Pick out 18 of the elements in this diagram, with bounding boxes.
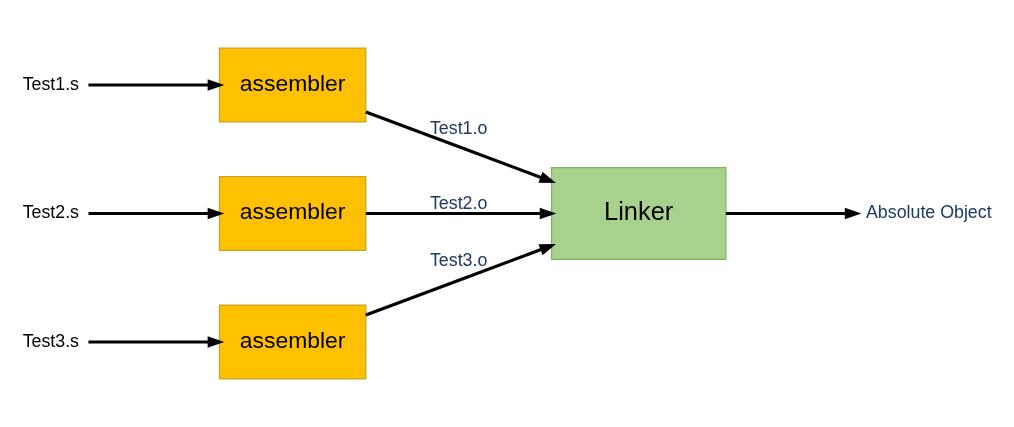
node-box: assembler — [218, 47, 367, 123]
arrow — [365, 243, 557, 317]
arrow — [88, 207, 225, 220]
node-box: Linker — [550, 167, 727, 260]
node-text: Test3.s — [22, 330, 80, 351]
arrow — [365, 110, 557, 184]
edge-label: Test1.o — [429, 117, 488, 138]
edge-label: Test2.o — [429, 192, 488, 213]
arrow — [725, 207, 862, 220]
edge-label: Test3.o — [429, 249, 488, 270]
node-text: Absolute Object — [865, 202, 992, 223]
node-text: Test1.s — [22, 73, 80, 94]
node-text: Test2.s — [22, 202, 80, 223]
arrow — [88, 79, 225, 91]
arrow — [88, 336, 225, 348]
node-box: assembler — [218, 175, 367, 252]
arrow — [365, 207, 557, 220]
node-box: assembler — [218, 304, 367, 380]
